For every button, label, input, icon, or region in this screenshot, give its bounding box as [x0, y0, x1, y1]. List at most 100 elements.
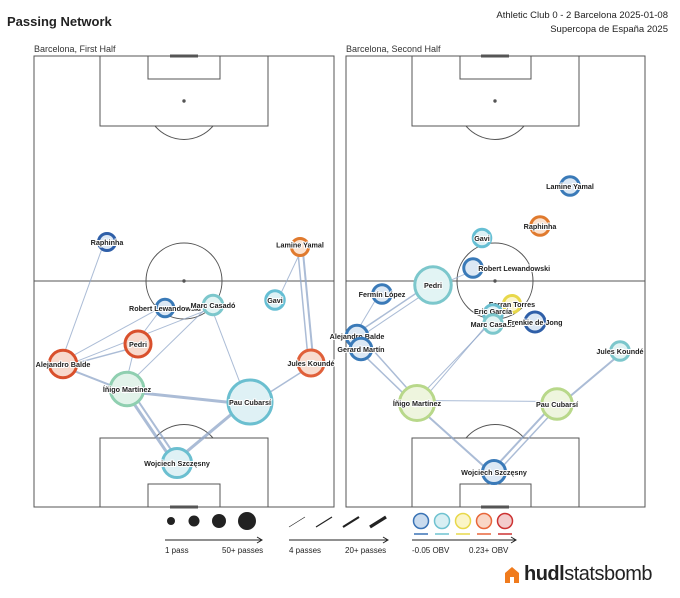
player-name: Gerard Martín	[337, 345, 384, 354]
player-node: Jules Koundé	[595, 340, 645, 362]
player-marker	[348, 336, 374, 362]
player-marker	[123, 329, 153, 359]
legend-pass-min: 1 pass	[165, 546, 189, 555]
player-node: Robert Lewandowski	[462, 257, 551, 279]
legend-line-width	[288, 516, 306, 528]
player-name: Alejandro Balde	[36, 360, 91, 369]
player-name: Raphinha	[91, 238, 125, 247]
legend-line-width	[369, 515, 387, 529]
player-name: Alejandro Balde	[330, 332, 385, 341]
player-name: Eric García	[474, 307, 513, 316]
player-name: Lamine Yamal	[276, 241, 324, 250]
player-name: Pau Cubarsí	[229, 398, 272, 407]
player-node: Pedri	[413, 265, 453, 305]
legend-line-width	[342, 516, 360, 528]
brand-hudl: hudl	[524, 563, 565, 585]
player-node: Marc Casadó	[190, 293, 237, 317]
player-node: Wojciech Szczęsny	[460, 459, 528, 485]
player-name: Pedri	[129, 340, 147, 349]
player-name: Raphinha	[524, 222, 558, 231]
player-node: Frenkie de Jong	[506, 310, 564, 334]
player-name: Íñigo Martínez	[393, 399, 442, 408]
player-marker	[201, 293, 225, 317]
player-node: Gavi	[264, 289, 286, 311]
legend-size-dot	[238, 512, 256, 530]
player-marker	[529, 215, 551, 237]
player-node: Pau Cubarsí	[535, 387, 580, 421]
player-marker	[226, 378, 274, 426]
player-name: Wojciech Szczęsny	[144, 459, 210, 468]
player-name: Jules Koundé	[287, 359, 334, 368]
player-name: Wojciech Szczęsny	[461, 468, 527, 477]
pitch-first-half	[33, 54, 335, 509]
legend-obv-swatch	[412, 512, 430, 530]
brand-statsbomb: statsbomb	[564, 563, 652, 585]
player-name: Gavi	[474, 234, 490, 243]
player-node: Raphinha	[523, 215, 558, 237]
player-node: Alejandro Balde	[35, 348, 91, 380]
pass-line	[417, 400, 558, 403]
page-title: Passing Network	[7, 14, 112, 29]
player-marker	[108, 370, 146, 408]
legend	[165, 512, 517, 544]
player-node: Gerard Martín	[336, 336, 386, 362]
hudl-logo-icon	[505, 566, 519, 583]
legend-obv-swatch	[433, 512, 451, 530]
player-node: Ferran Torres	[488, 294, 536, 314]
player-marker	[264, 289, 286, 311]
legend-line-min: 4 passes	[289, 546, 322, 555]
player-name: Gavi	[267, 296, 283, 305]
player-marker	[471, 227, 493, 249]
legend-obv-max: 0.23+ OBV	[469, 546, 509, 555]
player-node: Jules Koundé	[286, 348, 336, 378]
player-marker	[290, 237, 310, 257]
legend-line-width	[315, 516, 333, 528]
player-node: Íñigo Martínez	[392, 384, 443, 422]
player-name: Marc Casadó	[471, 320, 516, 329]
player-name: Robert Lewandowski	[478, 264, 550, 273]
player-name: Marc Casadó	[191, 301, 236, 310]
pass-line	[301, 246, 315, 363]
pass-line	[296, 247, 310, 364]
pass-lines	[60, 240, 623, 475]
player-marker	[398, 384, 436, 422]
player-name: Fermín López	[359, 290, 406, 299]
player-name: Jules Koundé	[596, 347, 643, 356]
player-marker	[482, 313, 504, 335]
player-marker	[609, 340, 631, 362]
legend-size-dot	[188, 515, 200, 527]
legend-line-max: 20+ passes	[345, 546, 387, 555]
second-half-label: Barcelona, Second Half	[346, 44, 441, 54]
pass-line	[61, 305, 165, 363]
player-node: Fermín López	[358, 283, 407, 305]
player-node: Robert Lewandowski	[128, 297, 202, 319]
player-node: Wojciech Szczęsny	[143, 447, 211, 479]
player-name: Ferran Torres	[489, 300, 535, 309]
legend-obv-swatch	[475, 512, 493, 530]
player-marker	[97, 232, 117, 252]
pass-line	[124, 302, 212, 388]
player-marker	[371, 283, 393, 305]
player-name: Robert Lewandowski	[129, 304, 201, 313]
player-node: Lamine Yamal	[545, 175, 595, 197]
legend-pass-max: 50+ passes	[222, 546, 264, 555]
competition: Supercopa de España 2025	[550, 24, 668, 35]
player-marker	[462, 257, 484, 279]
player-node: Marc Casadó	[470, 313, 517, 335]
player-name: Pedri	[424, 281, 442, 290]
player-node: Gavi	[471, 227, 493, 249]
player-marker	[523, 310, 547, 334]
player-marker	[502, 294, 522, 314]
legend-size-dot	[212, 514, 226, 528]
legend-arrow-head	[256, 536, 263, 544]
pitch-second-half	[345, 54, 646, 509]
legend-size-dot	[167, 517, 175, 525]
player-marker	[540, 387, 574, 421]
player-node: Raphinha	[90, 232, 125, 252]
player-marker	[154, 297, 176, 319]
player-marker	[47, 348, 79, 380]
legend-obv-swatch	[454, 512, 472, 530]
match-info: Athletic Club 0 - 2 Barcelona 2025-01-08…	[496, 9, 668, 37]
player-marker	[413, 265, 453, 305]
